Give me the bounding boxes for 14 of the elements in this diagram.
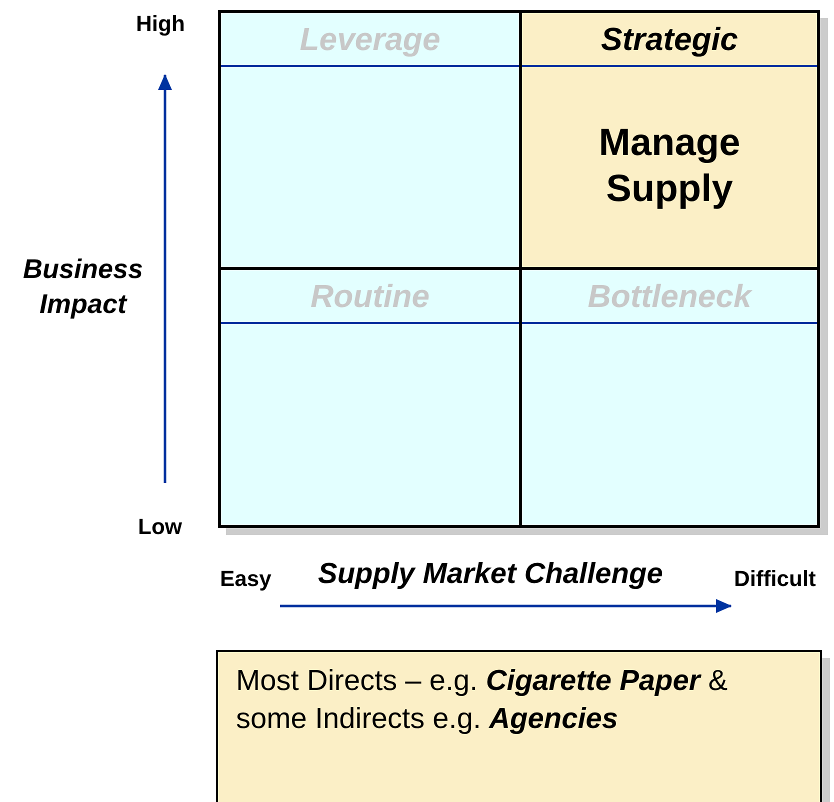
axis-title: Business Impact [22, 253, 144, 322]
axis-end-label: Low [138, 514, 182, 540]
quadrant [519, 10, 820, 270]
quadrant-title: Strategic [601, 20, 738, 58]
axis-end-label: Difficult [734, 566, 816, 592]
axis-end-label: High [136, 11, 185, 37]
note-box [216, 650, 822, 802]
axis-title: Supply Market Challenge [318, 558, 663, 591]
axis-end-label: Easy [220, 566, 272, 592]
quadrant [218, 267, 522, 528]
note-text: Most Directs – e.g. Cigarette Paper & some Indirects e.g. Agencies [236, 665, 728, 735]
quadrant [218, 10, 522, 270]
quadrant-body-text: Manage Supply [598, 121, 742, 212]
quadrant [519, 267, 820, 528]
